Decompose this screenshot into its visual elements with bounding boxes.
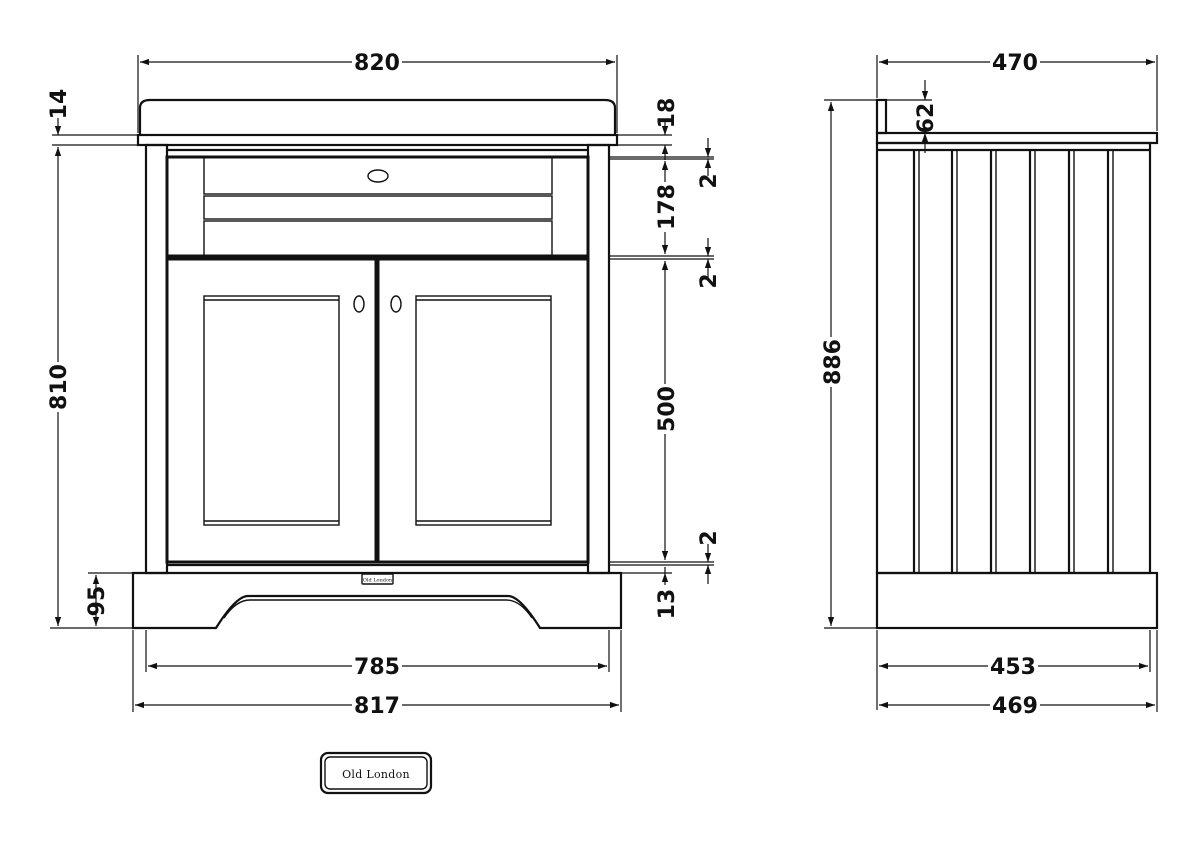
brand-logo: Old London	[319, 751, 433, 795]
dim-door-height: 500	[655, 386, 680, 432]
dim-door-gap-bottom: 2	[697, 530, 722, 545]
dim-worktop-thickness: 18	[655, 98, 680, 129]
dim-drawer-height: 178	[655, 184, 680, 230]
front-door-right-knob-icon	[390, 295, 402, 313]
front-upstand	[138, 98, 617, 135]
front-logo-badge	[361, 573, 394, 585]
front-worktop	[136, 133, 619, 147]
dim-drawer-gap-middle: 2	[697, 273, 722, 288]
front-carcass-right-post	[586, 143, 611, 575]
front-plinth	[131, 571, 623, 630]
front-door-right	[376, 257, 590, 564]
brand-logo-text: Old London	[342, 768, 410, 781]
dim-drawer-gap-top: 2	[697, 173, 722, 188]
front-door-right-panel	[415, 295, 552, 526]
side-worktop	[875, 131, 1159, 145]
dim-plinth-height: 95	[85, 586, 110, 617]
dim-worktop-lip: 14	[47, 89, 72, 120]
front-elevation: Old London	[131, 98, 623, 630]
side-upstand	[875, 98, 888, 135]
dim-carcass-height: 810	[47, 364, 72, 410]
front-drawer-handle-icon	[367, 169, 389, 183]
front-drawer	[165, 155, 590, 258]
front-drawer-panel-mid	[203, 195, 553, 220]
dim-side-top-depth: 470	[992, 51, 1038, 76]
side-elevation	[875, 98, 1159, 630]
front-door-left	[165, 257, 378, 564]
front-carcass-left-post	[144, 143, 169, 575]
dim-front-plinth-width: 817	[354, 694, 400, 719]
front-door-left-knob-icon	[353, 295, 365, 313]
front-door-left-panel	[203, 295, 340, 526]
dim-bottom-rail: 13	[655, 589, 680, 620]
dim-front-top-width: 820	[354, 51, 400, 76]
side-panelling	[912, 150, 1114, 573]
front-plinth-cutout-inner	[223, 599, 533, 619]
front-drawer-panel-top	[203, 156, 553, 195]
dim-side-plinth-depth: 469	[992, 694, 1038, 719]
side-dimensions: 470 62 886 453 469	[819, 50, 1158, 719]
side-plinth	[875, 571, 1159, 630]
dim-overall-height: 886	[821, 339, 846, 385]
front-dimensions: 820 14 810 95 785 817	[46, 50, 722, 719]
front-drawer-panel-low	[203, 220, 553, 257]
front-logo-badge-text: Old London	[363, 578, 393, 584]
dim-front-plinth-inner-width: 785	[354, 655, 400, 680]
dim-side-plinth-inner-depth: 453	[990, 655, 1036, 680]
dim-upstand-height: 62	[914, 103, 939, 134]
